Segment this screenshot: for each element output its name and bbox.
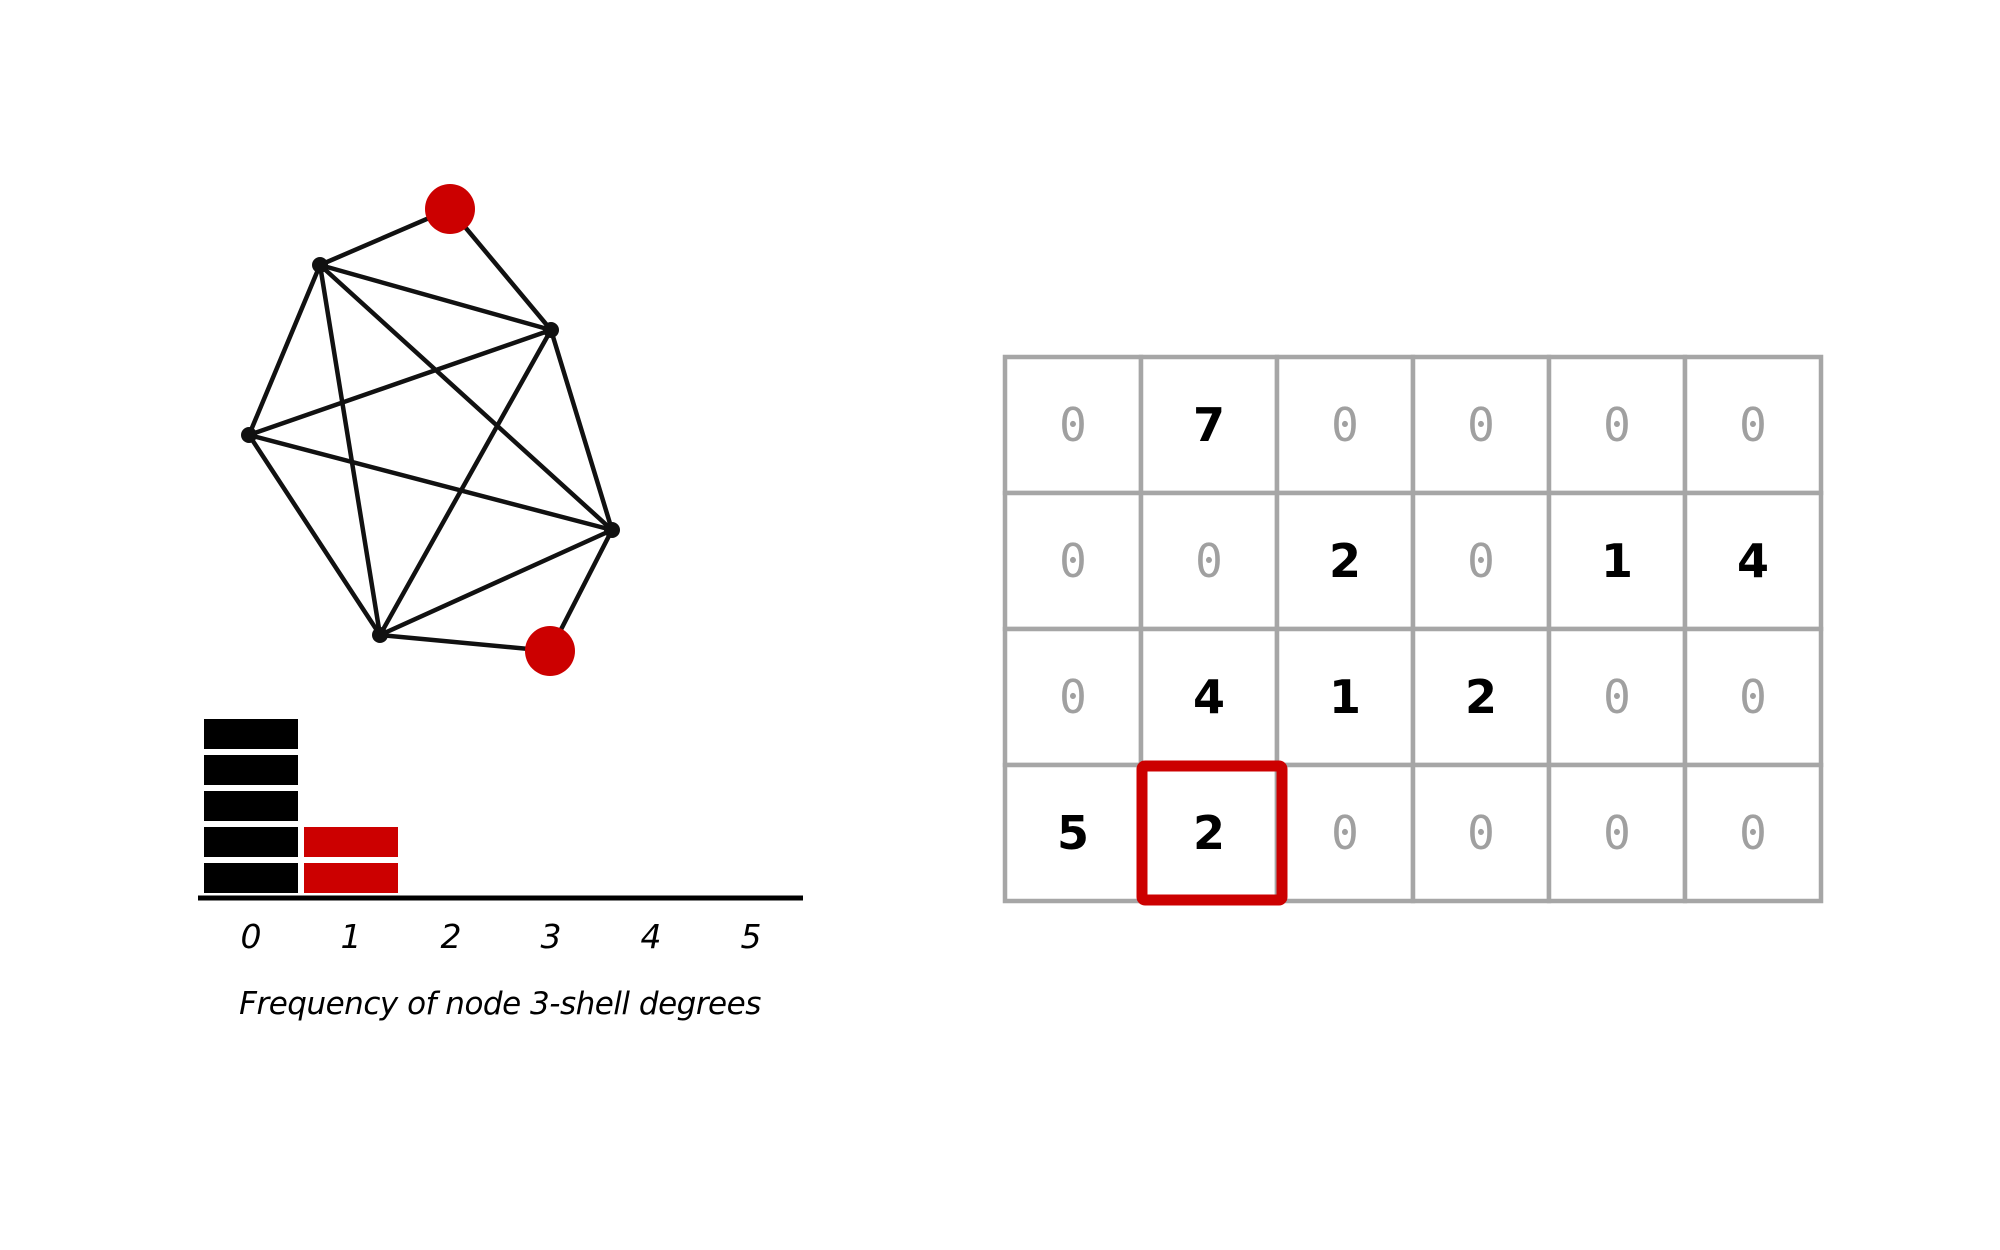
matrix-cell-value: 1: [1329, 670, 1361, 724]
graph-node: [312, 257, 328, 273]
matrix-cell-value: 0: [1739, 806, 1767, 860]
matrix-cell: [1274, 762, 1416, 904]
matrix-cell-value: 1: [1601, 534, 1633, 588]
graph-edge: [317, 262, 615, 533]
histogram-tick-label: 2: [441, 917, 462, 956]
matrix-cell: [1410, 762, 1552, 904]
matrix-cell-value: 0: [1331, 398, 1359, 452]
matrix-cell: [1682, 626, 1824, 768]
graph-edge: [246, 432, 383, 638]
graph-node-highlighted: [425, 184, 475, 234]
matrix-cell: [1274, 626, 1416, 768]
matrix-cell: [1546, 762, 1688, 904]
histogram-block-highlighted: [304, 827, 398, 857]
histogram-tick-label: 1: [341, 917, 362, 956]
matrix-cell: [1410, 626, 1552, 768]
histogram-block: [204, 827, 298, 857]
count-matrix: 0 7 0 0 0 0 0 0 2 0 1 4 0 4 1 2 0 0 5 2 0 0 0 0: [1002, 354, 1824, 906]
matrix-cell-value: 0: [1467, 806, 1495, 860]
matrix-cell: [1682, 490, 1824, 632]
graph-edge: [317, 262, 383, 638]
graph-edge: [246, 327, 554, 438]
graph-node: [543, 322, 559, 338]
network-graph: [241, 184, 620, 676]
matrix-cell-value: 2: [1329, 534, 1361, 588]
matrix-cell-value: 0: [1059, 534, 1087, 588]
matrix-cell-value: 0: [1603, 398, 1631, 452]
histogram-tick-label: 4: [641, 917, 662, 956]
matrix-cell-value: 0: [1195, 534, 1223, 588]
matrix-cell-value: 0: [1739, 398, 1767, 452]
graph-edge: [246, 262, 323, 438]
matrix-cell-value: 0: [1331, 806, 1359, 860]
histogram-block: [204, 863, 298, 893]
matrix-cell-value: 4: [1193, 670, 1225, 724]
matrix-cell-value: 0: [1603, 670, 1631, 724]
histogram-block: [204, 791, 298, 821]
graph-node-highlighted: [525, 626, 575, 676]
histogram-ticks: 0 1 2 3 4 5: [241, 917, 762, 956]
histogram-tick-label: 5: [741, 917, 762, 956]
matrix-cell-value: 0: [1603, 806, 1631, 860]
histogram-block-highlighted: [304, 863, 398, 893]
graph-node: [241, 427, 257, 443]
matrix-cell: [1002, 490, 1144, 632]
graph-edge: [317, 262, 554, 333]
histogram-block: [204, 755, 298, 785]
matrix-cell-value: 0: [1059, 670, 1087, 724]
matrix-cell-value: 0: [1059, 398, 1087, 452]
matrix-cell: [1546, 490, 1688, 632]
matrix-highlight-box: [1136, 760, 1288, 906]
histogram-block: [204, 719, 298, 749]
matrix-cell: [1002, 626, 1144, 768]
histogram-tick-label: 3: [541, 917, 562, 956]
graph-edge: [246, 432, 615, 533]
matrix-cell-value: 4: [1737, 534, 1769, 588]
graph-edge: [447, 206, 554, 333]
matrix-cell-value: 0: [1467, 398, 1495, 452]
graph-edge: [377, 327, 554, 638]
histogram-bars: [204, 719, 398, 893]
graph-node: [604, 522, 620, 538]
graph-edge: [377, 632, 553, 654]
graph-edge: [548, 327, 615, 533]
matrix-cell: [1682, 762, 1824, 904]
matrix-cell-value: 5: [1057, 806, 1089, 860]
matrix-cell: [1274, 490, 1416, 632]
matrix-cell-value: 2: [1465, 670, 1497, 724]
histogram-tick-label: 0: [241, 917, 262, 956]
matrix-cell: [1546, 626, 1688, 768]
histogram: 0 1 2 3 4 5 Frequency of node 3-shell degrees: [198, 719, 803, 1022]
matrix-cell-value: 2: [1193, 806, 1225, 860]
matrix-cell-value: 0: [1739, 670, 1767, 724]
graph-node: [372, 627, 388, 643]
matrix-cell-value: 7: [1193, 398, 1225, 452]
matrix-cell-value: 0: [1467, 534, 1495, 588]
graph-edge: [377, 527, 615, 638]
histogram-caption: Frequency of node 3-shell degrees: [239, 986, 761, 1022]
